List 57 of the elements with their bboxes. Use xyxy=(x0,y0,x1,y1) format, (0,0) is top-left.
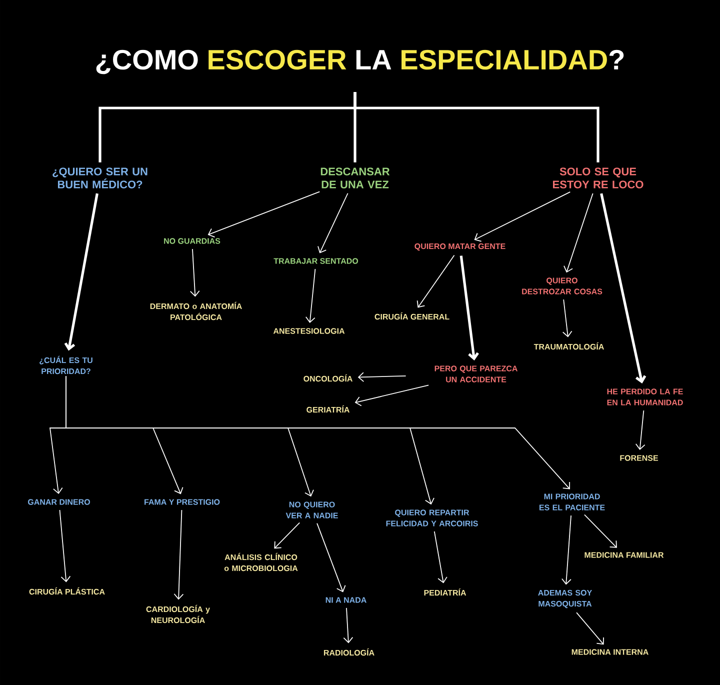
specialty-text: DERMATO o ANATOMÍA PATOLÓGICA xyxy=(150,302,242,320)
arrow xyxy=(474,191,571,242)
question-text: MI PRIORIDAD ES EL PACIENTE xyxy=(540,494,605,510)
arrow xyxy=(274,522,300,549)
arrow xyxy=(576,612,604,645)
bracket-line xyxy=(354,92,600,162)
arrow xyxy=(59,510,71,582)
arrow xyxy=(564,192,594,273)
title: ¿COMO ESCOGER LA ESPECIALIDAD? xyxy=(96,50,624,74)
specialty-text: CARDIOLOGÍA y NEUROLOGÍA xyxy=(146,604,210,624)
arrow xyxy=(305,268,316,323)
arrow xyxy=(460,256,479,360)
specialty-text: FORENSE xyxy=(620,455,658,461)
option-text: QUIERO MATAR GENTE xyxy=(414,243,506,251)
arrow xyxy=(190,248,200,297)
arrow xyxy=(600,193,646,384)
question-text: SOLO SE QUE ESTOY RE LOCO xyxy=(553,168,644,188)
arrow xyxy=(208,191,320,238)
question-text: NI A NADA xyxy=(326,597,366,603)
arrow xyxy=(64,193,98,351)
question-text: GANAR DINERO xyxy=(28,499,90,505)
option-text: PERO QUE PAREZCA UN ACCIDENTE xyxy=(434,366,518,382)
specialty-text: TRAUMATOLOGÍA xyxy=(534,342,604,350)
specialty-text: ONCOLOGÍA xyxy=(304,374,352,382)
specialty-text: MEDICINA INTERNA xyxy=(572,649,648,655)
question-text: FAMA Y PRESTIGIO xyxy=(144,499,220,505)
arrow xyxy=(354,384,430,406)
arrow xyxy=(562,515,572,585)
arrow xyxy=(343,608,354,644)
specialty-text: CIRUGÍA PLÁSTICA xyxy=(29,587,105,595)
option-text: NO GUARDIAS xyxy=(164,238,220,244)
question-text: DESCANSAR DE UNA VEZ xyxy=(320,168,390,188)
option-text: TRABAJAR SENTADO xyxy=(274,258,358,264)
question-text: NO QUIERO VER A NADIE xyxy=(286,502,338,518)
arrow xyxy=(562,299,572,338)
question-text: ADEMAS SOY MASOQUISTA xyxy=(538,590,592,608)
arrow xyxy=(174,510,184,600)
specialty-text: ANESTESIOLOGIA xyxy=(273,328,345,334)
specialty-text: PEDIATRÍA xyxy=(424,588,466,596)
arrow xyxy=(316,522,346,592)
arrow xyxy=(434,531,448,584)
specialty-text: ANÁLISIS CLÍNICO o MICROBIOLOGIA xyxy=(224,552,298,572)
arrow xyxy=(318,192,348,254)
option-text: HE PERDIDO LA FE EN LA HUMANIDAD xyxy=(607,388,683,406)
specialty-text: MEDICINA FAMILIAR xyxy=(584,552,664,558)
arrow xyxy=(635,410,646,450)
question-text: ¿CUÁL ES TU PRIORIDAD? xyxy=(40,356,92,374)
arrow xyxy=(66,376,570,490)
arrow xyxy=(358,372,406,382)
option-text: QUIERO DESTROZAR COSAS xyxy=(522,278,602,294)
specialty-text: CIRUGÍA GENERAL xyxy=(374,312,450,320)
specialty-text: RADIOLOGÍA xyxy=(324,648,374,656)
specialty-text: GERIATRÍA xyxy=(306,405,350,413)
arrow xyxy=(584,514,617,548)
question-text: QUIERO REPARTIR FELICIDAD Y ARCOIRIS xyxy=(386,510,478,526)
question-text: ¿QUIERO SER UN BUEN MÉDICO? xyxy=(52,168,148,188)
arrow xyxy=(416,254,455,308)
